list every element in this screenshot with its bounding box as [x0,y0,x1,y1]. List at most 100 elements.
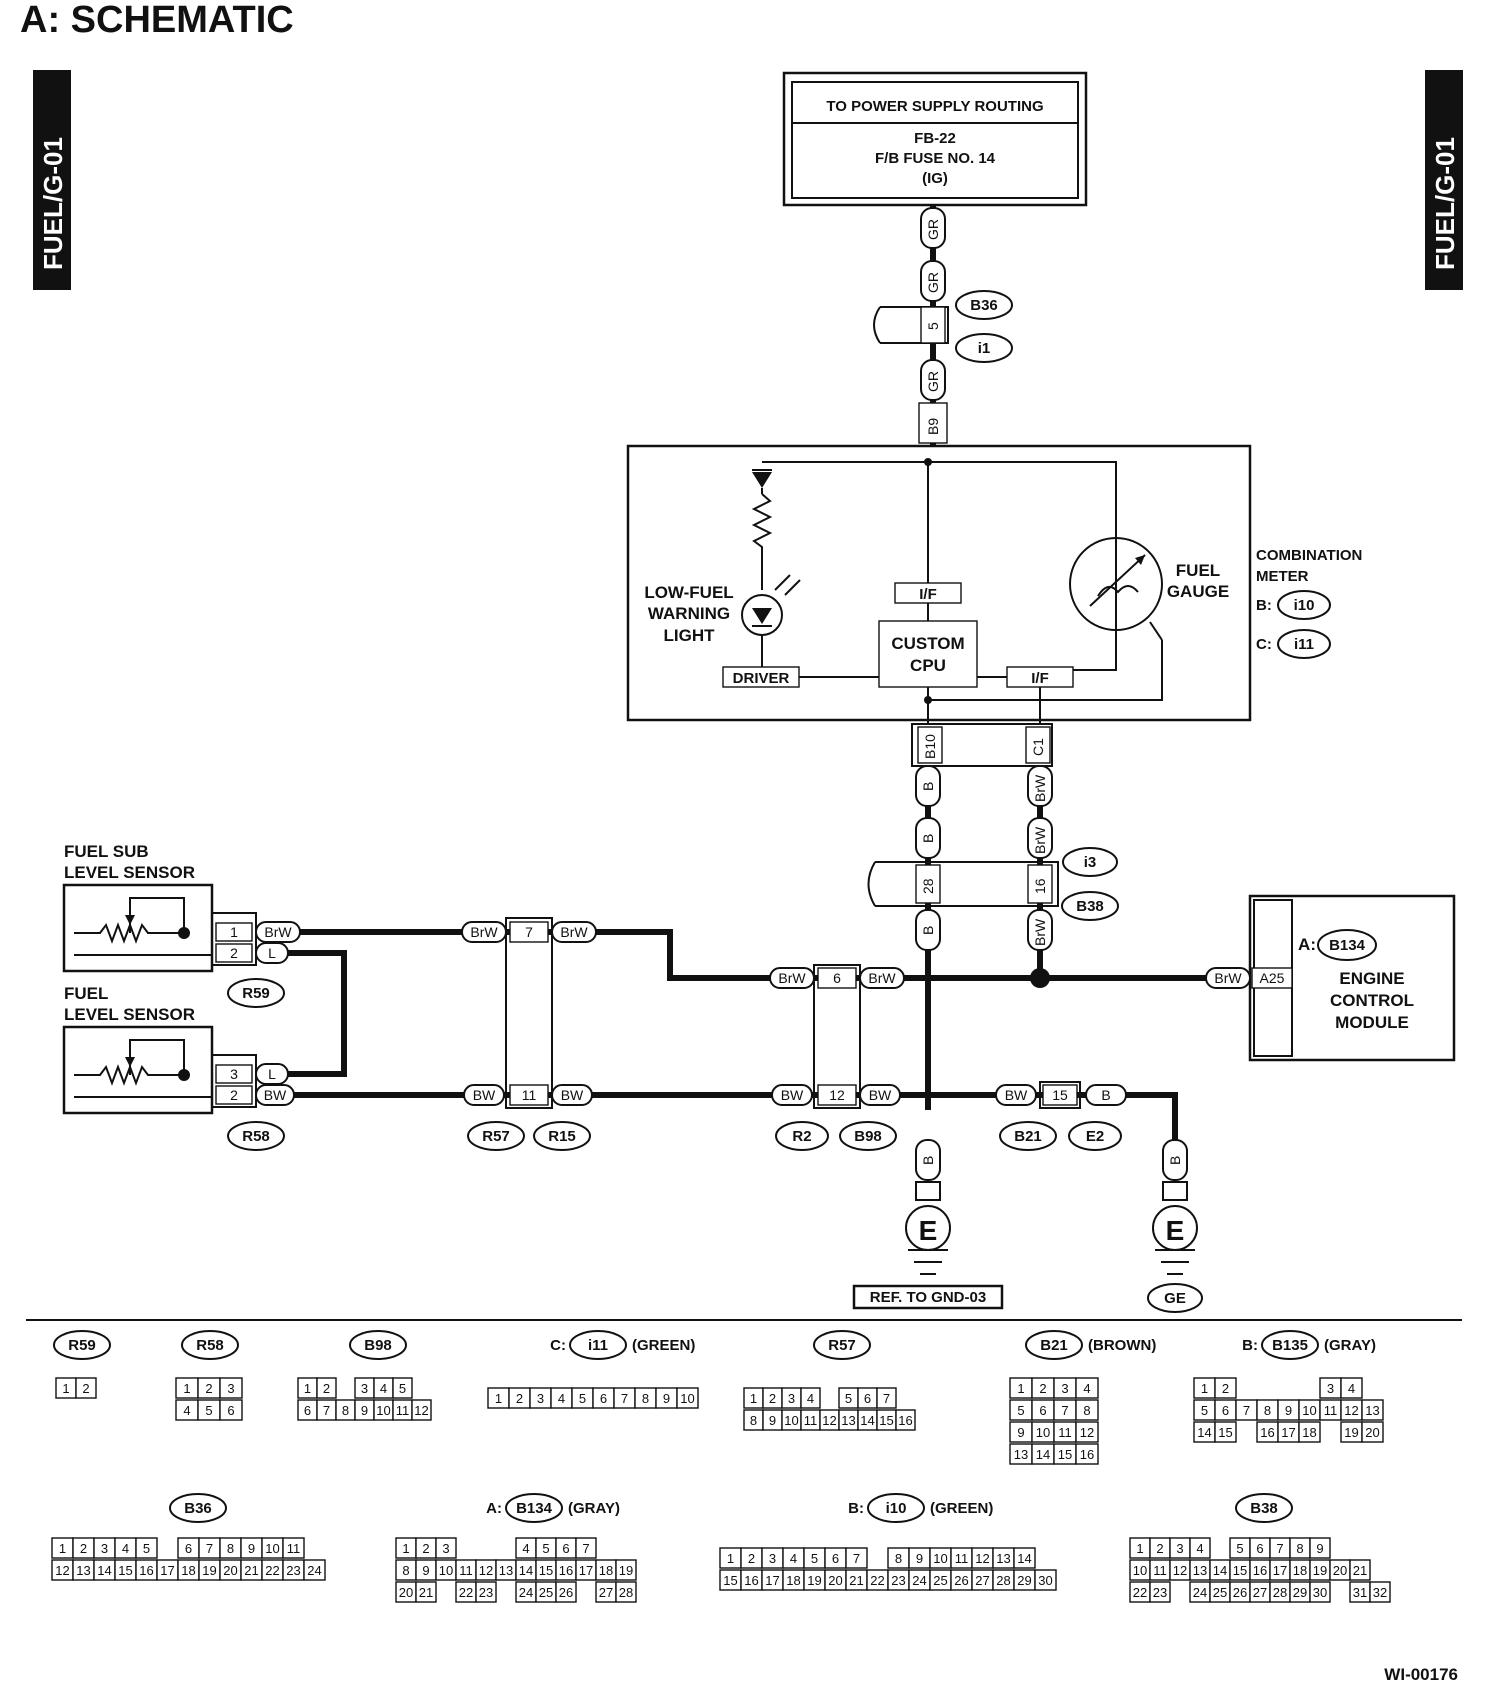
svg-text:30: 30 [1038,1573,1052,1588]
wire-tag-b-2: B [915,817,941,859]
svg-text:8: 8 [1296,1541,1303,1556]
svg-text:1: 1 [1136,1541,1143,1556]
svg-text:27: 27 [975,1573,989,1588]
svg-text:E: E [919,1215,938,1246]
pin-b9: B9 [918,402,948,444]
svg-text:DRIVER: DRIVER [733,670,790,687]
svg-text:BW: BW [473,1087,496,1103]
pin-b10: B10 [922,734,938,759]
custom-cpu: CUSTOM CPU [878,620,978,688]
legend-pin [219,1399,243,1421]
svg-text:6: 6 [227,1403,234,1418]
svg-text:10: 10 [1133,1563,1147,1578]
legend-pin [1189,1537,1211,1559]
svg-text:B: B [920,1156,936,1165]
svg-text:17: 17 [1273,1563,1287,1578]
svg-text:26: 26 [954,1573,968,1588]
svg-text:FUEL SUB: FUEL SUB [64,842,149,861]
legend-pin [1075,1399,1099,1421]
svg-text:BrW: BrW [1214,970,1242,986]
svg-text:GR: GR [925,219,941,240]
svg-text:9: 9 [1017,1425,1024,1440]
svg-text:23: 23 [286,1563,300,1578]
svg-text:13: 13 [841,1413,855,1428]
svg-text:BrW: BrW [1032,826,1048,854]
svg-text:5: 5 [811,1551,818,1566]
svg-text:LIGHT: LIGHT [664,626,716,645]
svg-text:B:: B: [1242,1337,1258,1354]
connector-label-r58: R58 [227,1121,285,1151]
connector-r2-b98: 6 12 [813,964,861,1109]
svg-text:METER: METER [1256,568,1309,585]
svg-text:5: 5 [1017,1403,1024,1418]
svg-text:10: 10 [933,1551,947,1566]
svg-text:14: 14 [519,1563,533,1578]
svg-text:21: 21 [244,1563,258,1578]
wire-tag-brw-r59: BrW [255,921,301,943]
svg-text:8: 8 [1083,1403,1090,1418]
svg-text:19: 19 [807,1573,821,1588]
svg-text:3: 3 [1061,1381,1068,1396]
svg-text:23: 23 [1153,1585,1167,1600]
connector-label-b38: B38 [1061,891,1119,921]
svg-text:27: 27 [1253,1585,1267,1600]
svg-text:BrW: BrW [1032,918,1048,946]
svg-text:1: 1 [1201,1381,1208,1396]
svg-text:15: 15 [1058,1447,1072,1462]
svg-text:2: 2 [1156,1541,1163,1556]
svg-text:B:: B: [1256,597,1272,614]
svg-text:16: 16 [1253,1563,1267,1578]
svg-text:14: 14 [1197,1425,1211,1440]
svg-text:B21: B21 [1014,1128,1042,1145]
wire-tag-brw-r15: BrW [551,921,597,943]
wire-brw-horizontal [256,929,1238,981]
legend-pin [1361,1399,1384,1421]
wire-tag-brw-r2: BrW [769,967,815,989]
svg-text:BrW: BrW [560,924,588,940]
svg-text:B: B [920,834,936,843]
connector-b21-e2: BW 15 B [995,1081,1127,1109]
svg-text:B38: B38 [1076,898,1104,915]
svg-text:9: 9 [248,1541,255,1556]
legend-pin [1340,1377,1363,1399]
svg-text:BrW: BrW [1032,774,1048,802]
svg-text:7: 7 [1276,1541,1283,1556]
svg-text:15: 15 [1218,1425,1232,1440]
svg-text:BrW: BrW [264,924,292,940]
legend-pin [615,1581,637,1603]
power-supply-box: TO POWER SUPPLY ROUTING FB-22 F/B FUSE N… [782,71,1088,207]
power-header: TO POWER SUPPLY ROUTING [826,98,1043,115]
svg-text:19: 19 [202,1563,216,1578]
svg-text:6: 6 [1222,1403,1229,1418]
svg-text:16: 16 [139,1563,153,1578]
svg-text:11: 11 [287,1541,301,1556]
side-tab-left-label: FUEL/G-01 [38,137,68,270]
pin-1: 1 [230,924,238,940]
svg-text:22: 22 [265,1563,279,1578]
legend-pin [1369,1581,1391,1603]
svg-text:5: 5 [542,1541,549,1556]
svg-text:4: 4 [522,1541,529,1556]
svg-text:R57: R57 [828,1337,856,1354]
svg-text:3: 3 [788,1391,795,1406]
svg-text:22: 22 [1133,1585,1147,1600]
pin-c1: C1 [1030,738,1046,756]
legend-pin [415,1581,437,1603]
svg-text:B36: B36 [970,297,998,314]
legend-pin [575,1537,597,1559]
svg-text:20: 20 [1333,1563,1347,1578]
pin-28: 28 [920,878,936,894]
svg-text:i10: i10 [886,1500,907,1517]
legend-pin [555,1581,577,1603]
svg-text:FUEL: FUEL [64,984,108,1003]
svg-text:10: 10 [1302,1403,1316,1418]
svg-text:24: 24 [1193,1585,1207,1600]
wire-tag-bw-r57: BW [463,1084,505,1106]
svg-text:3: 3 [101,1541,108,1556]
svg-text:L: L [268,1066,276,1082]
svg-text:4: 4 [1348,1381,1355,1396]
